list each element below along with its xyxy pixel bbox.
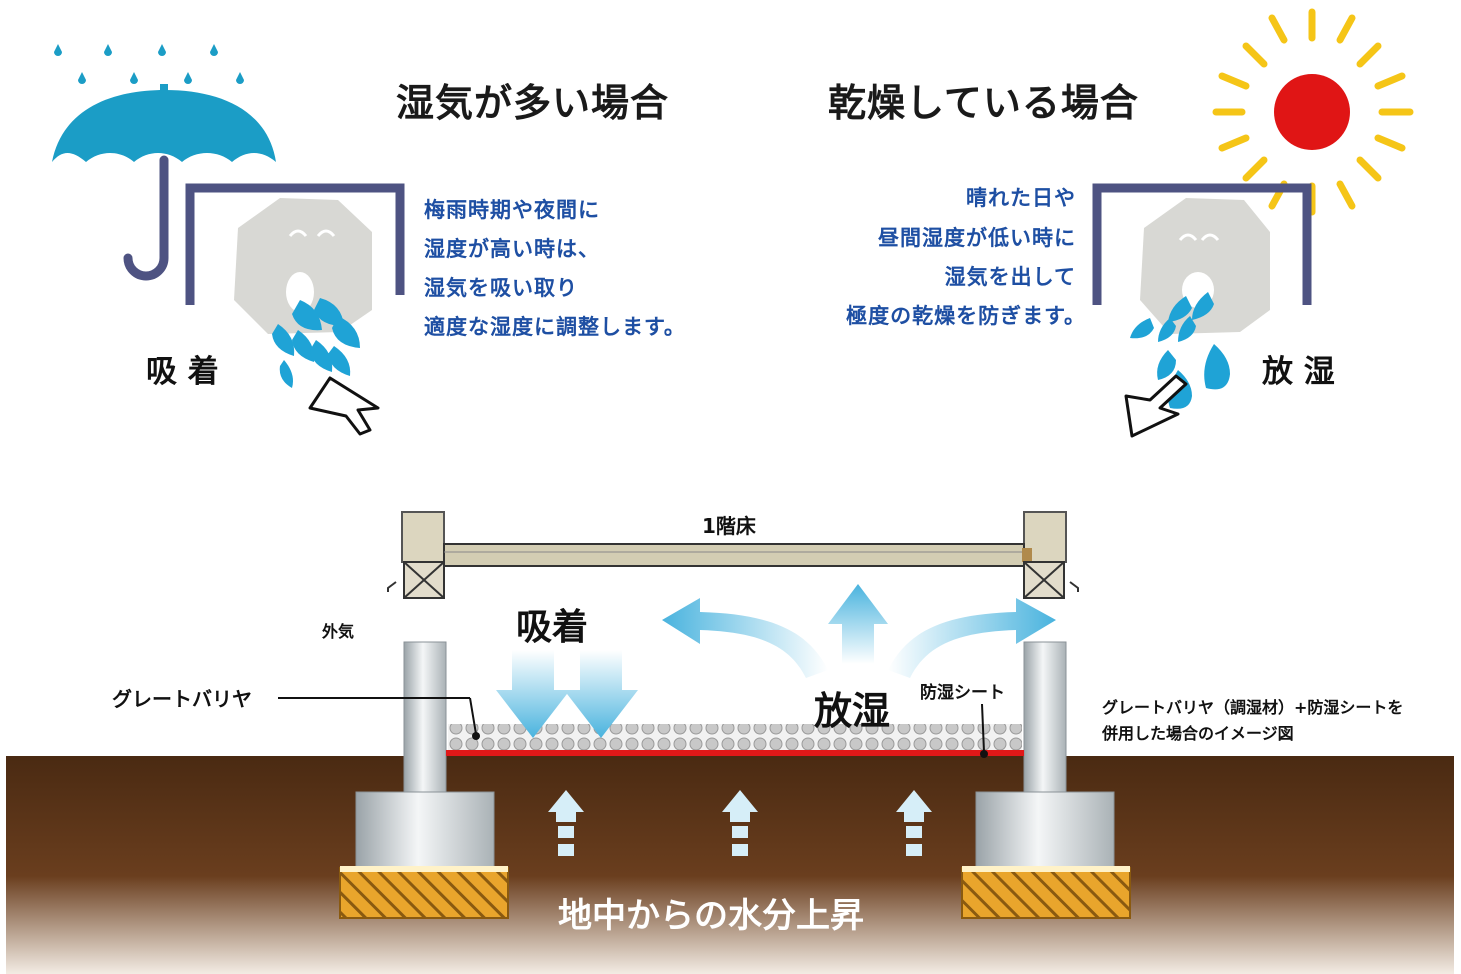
great-barrier-layer xyxy=(448,724,1022,750)
ground-moisture-caption: 地中からの水分上昇 xyxy=(558,896,864,936)
release-label-top: 放 湿 xyxy=(1262,354,1335,390)
dry-case-title: 乾燥している場合 xyxy=(828,81,1139,125)
ground-moisture-arrows xyxy=(548,790,932,856)
humid-description-line-3: 湿気を吸い取り xyxy=(424,276,578,300)
release-arrow-icon xyxy=(1124,374,1188,438)
humid-frame xyxy=(185,183,405,305)
caption-line-1: グレートバリヤ（調湿材）+防湿シートを xyxy=(1102,698,1404,717)
sun-icon xyxy=(1212,8,1414,216)
humid-stone-character xyxy=(234,198,372,334)
first-floor-label: 1階床 xyxy=(702,514,756,538)
absorb-label-top: 吸 着 xyxy=(146,354,219,390)
moisture-sheet-label: 防湿シート xyxy=(920,683,1005,703)
foundation-right xyxy=(961,641,1131,919)
great-barrier-label: グレートバリヤ xyxy=(112,687,252,711)
dry-description-line-4: 極度の乾燥を防ぎます。 xyxy=(846,304,1086,328)
dry-description-line-3: 湿気を出して xyxy=(944,265,1076,289)
humid-case-title: 湿気が多い場合 xyxy=(396,81,670,125)
water-droplets-absorb xyxy=(272,298,360,388)
water-droplets-release xyxy=(1130,292,1230,409)
release-label-bottom: 放湿 xyxy=(814,689,891,733)
floor-structure xyxy=(387,511,1079,599)
humid-description-line-1: 梅雨時期や夜間に xyxy=(424,198,600,222)
caption-line-2: 併用した場合のイメージ図 xyxy=(1102,724,1294,743)
soil-ground xyxy=(6,756,1454,974)
dry-description-line-2: 昼間湿度が低い時に xyxy=(878,226,1076,250)
rain-icon xyxy=(54,44,244,84)
humid-description-line-2: 湿度が高い時は、 xyxy=(424,237,600,261)
release-arrows xyxy=(662,584,1056,678)
moisture-proof-sheet xyxy=(446,750,1024,756)
sill-beam-right xyxy=(1023,561,1065,599)
absorb-down-arrows xyxy=(496,650,638,738)
sill-beam-left xyxy=(403,561,445,599)
foundation-left xyxy=(339,641,509,919)
dry-frame xyxy=(1092,183,1312,305)
absorb-arrow-icon xyxy=(308,376,380,436)
dry-description-line-1: 晴れた日や xyxy=(966,186,1076,210)
humid-description-line-4: 適度な湿度に調整します。 xyxy=(424,315,686,339)
outside-air-label: 外気 xyxy=(322,622,355,641)
barrier-leader-line xyxy=(278,697,480,740)
absorb-label-bottom: 吸着 xyxy=(516,607,589,648)
sheet-leader-line xyxy=(980,703,988,758)
umbrella-icon xyxy=(52,84,276,281)
